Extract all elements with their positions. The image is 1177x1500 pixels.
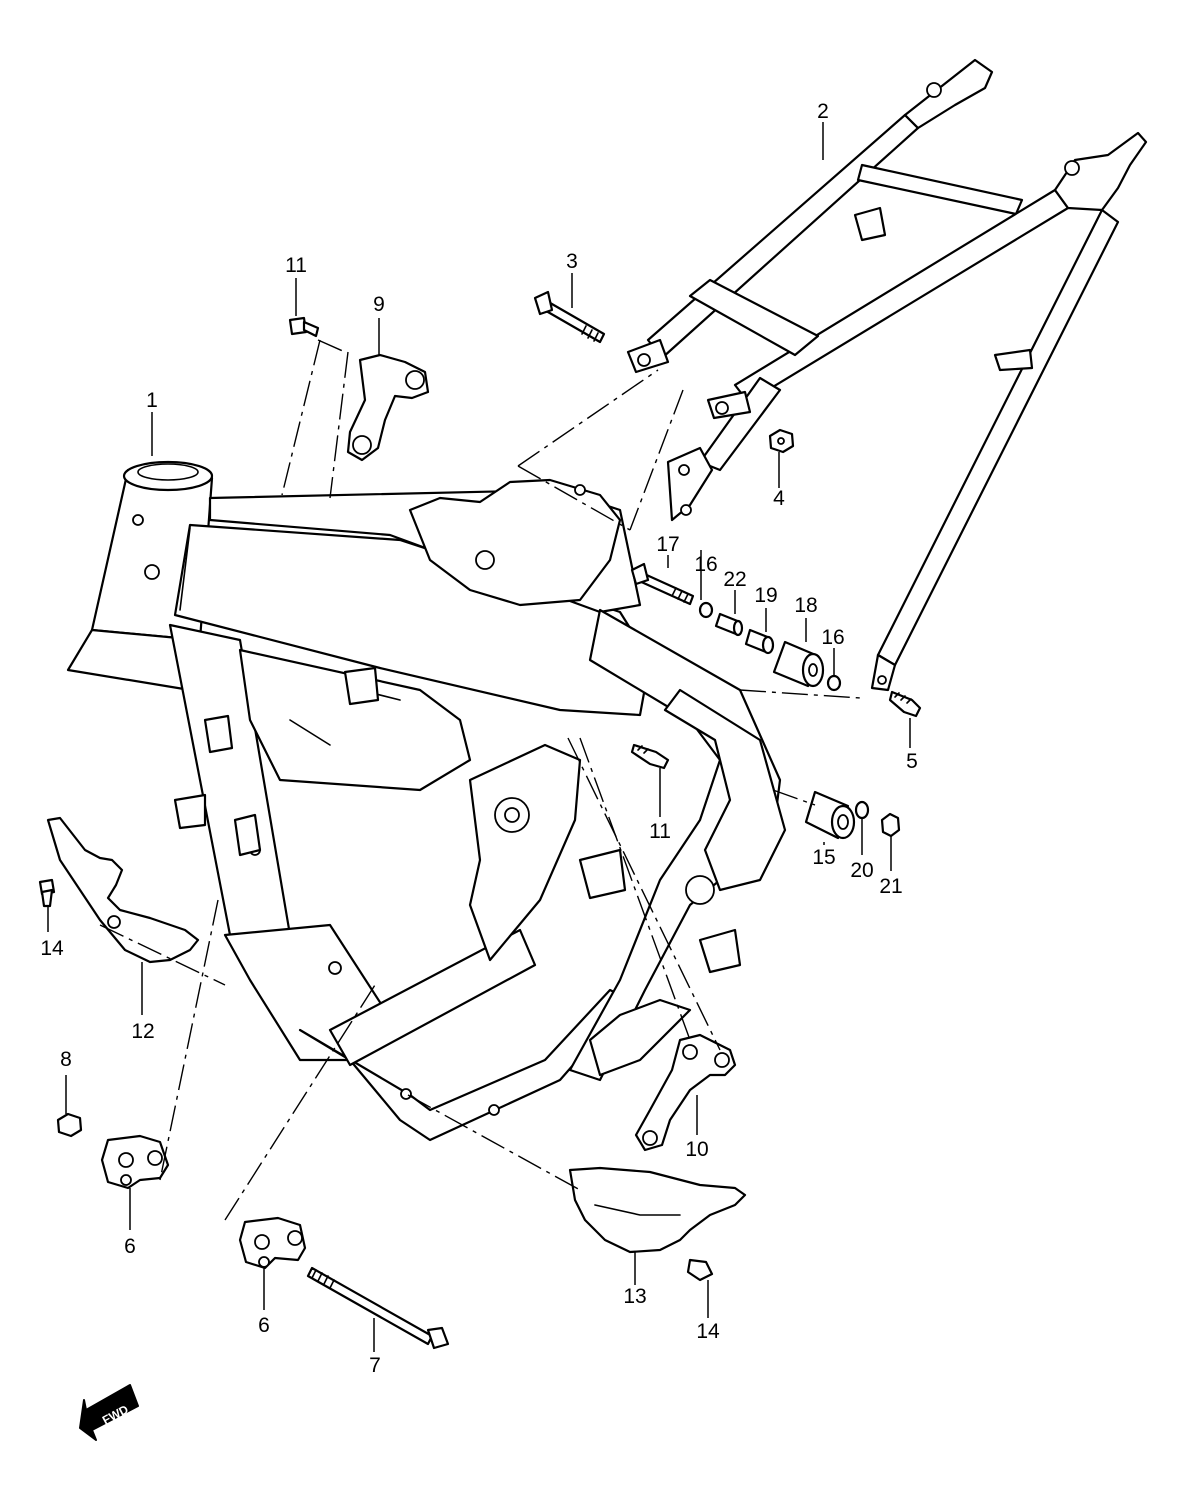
callout-1: 1 — [146, 389, 158, 412]
callout-5: 5 — [906, 750, 918, 773]
callout-6a: 6 — [124, 1235, 136, 1258]
engine-mount-long-bolt — [306, 1266, 450, 1350]
callout-16b: 16 — [821, 626, 844, 649]
spacer — [744, 628, 775, 655]
callout-14b: 14 — [696, 1320, 720, 1343]
callout-15: 15 — [812, 846, 835, 869]
pivot-bushing — [804, 790, 856, 840]
callout-21: 21 — [879, 875, 902, 898]
callout-22: 22 — [723, 568, 746, 591]
fwd-arrow-icon: FWD — [79, 1384, 139, 1441]
callout-20: 20 — [850, 859, 873, 882]
subframe-upper-bolt — [533, 290, 606, 344]
callout-17: 17 — [656, 533, 679, 556]
subframe-nut — [768, 428, 795, 454]
callout-2: 2 — [817, 100, 829, 123]
callout-6b: 6 — [258, 1314, 270, 1337]
callout-13: 13 — [623, 1285, 646, 1308]
assembly-lines — [99, 339, 861, 1221]
engine-mount-bracket-bottom — [238, 1216, 307, 1270]
engine-mount-nut — [56, 1112, 83, 1138]
engine-mount-upper-bracket — [346, 353, 430, 462]
callout-7: 7 — [369, 1354, 381, 1377]
callout-16a: 16 — [694, 553, 717, 576]
rubber-bushing — [772, 640, 825, 688]
callout-9: 9 — [373, 293, 385, 316]
callout-8: 8 — [60, 1048, 72, 1071]
callout-12: 12 — [131, 1020, 154, 1043]
pivot-washer — [854, 800, 870, 820]
callout-19: 19 — [754, 584, 777, 607]
main-frame — [66, 460, 787, 1142]
shock-mount-bolt — [630, 562, 695, 606]
leader-lines — [47, 122, 911, 1352]
callout-4: 4 — [773, 487, 785, 510]
collar — [714, 612, 744, 637]
right-guard-screw — [686, 1258, 714, 1282]
left-guard-screw — [38, 878, 56, 908]
left-frame-guard — [46, 816, 200, 964]
engine-mount-rear-bracket — [634, 1033, 737, 1152]
washer-outer — [826, 674, 842, 692]
right-frame-guard — [568, 1166, 747, 1254]
rear-bracket-bolt — [630, 743, 670, 770]
upper-bracket-bolt — [288, 316, 320, 338]
subframe-lower-bolt — [888, 690, 922, 718]
washer-inner — [698, 601, 714, 619]
callout-labels: 1 2 3 4 5 6 6 7 8 9 10 11 11 12 13 14 14… — [40, 100, 918, 1377]
callout-14a: 14 — [40, 937, 64, 960]
pivot-nut — [880, 812, 901, 838]
engine-mount-bracket-front-lower — [100, 1134, 170, 1190]
callout-11a: 11 — [285, 254, 307, 277]
callout-11b: 11 — [649, 820, 671, 843]
callout-18: 18 — [794, 594, 817, 617]
callout-10: 10 — [685, 1138, 708, 1161]
rear-subframe — [626, 58, 1148, 692]
callout-3: 3 — [566, 250, 578, 273]
